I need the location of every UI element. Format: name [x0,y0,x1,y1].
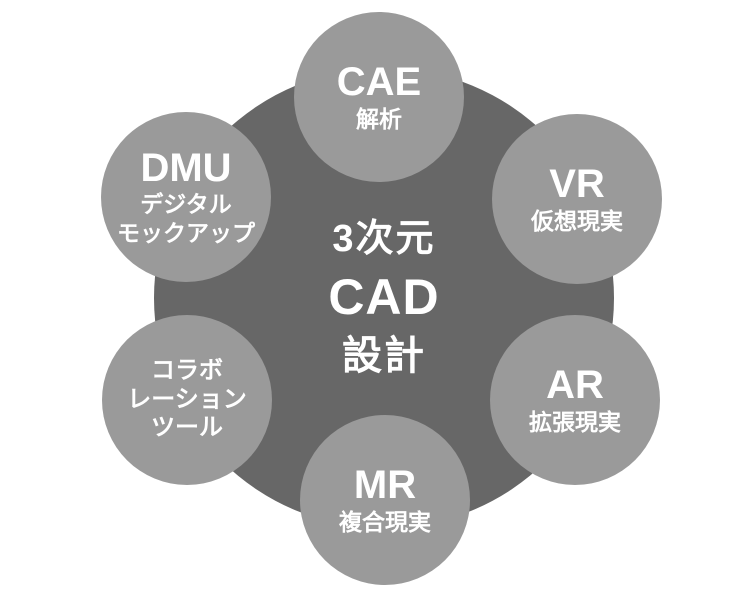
satellite-subtitle-collab-line3: ツール [151,414,223,442]
satellite-subtitle-cae: 解析 [356,105,402,132]
satellite-title-mr: MR [353,463,417,508]
satellite-title-cae: CAE [336,60,422,105]
satellite-subtitle-ar: 拡張現実 [529,408,621,435]
satellite-circle-mr: MR 複合現実 [300,415,470,585]
center-text-line1: 3次元 [332,217,436,260]
satellite-circle-ar: AR 拡張現実 [490,315,660,485]
satellite-title-vr: VR [549,162,605,207]
satellite-subtitle-mr: 複合現実 [339,508,431,535]
satellite-circle-collaboration-tool: コラボ レーション ツール [102,315,272,485]
satellite-subtitle-dmu-line1: デジタル [140,191,232,218]
satellite-circle-vr: VR 仮想現実 [492,114,662,284]
center-text-line2: CAD [328,268,440,325]
satellite-title-dmu: DMU [140,145,232,190]
satellite-subtitle-collab-line1: コラボ [151,356,223,384]
satellite-subtitle-dmu-line2: モックアップ [117,220,255,247]
satellite-subtitle-collab-line2: レーション [127,385,247,413]
satellite-subtitle-vr: 仮想現実 [531,207,623,234]
satellite-circle-cae: CAE 解析 [294,12,464,182]
center-text-line3: 設計 [342,333,426,378]
satellite-title-ar: AR [546,363,604,408]
satellite-circle-dmu: DMU デジタル モックアップ [101,112,271,282]
